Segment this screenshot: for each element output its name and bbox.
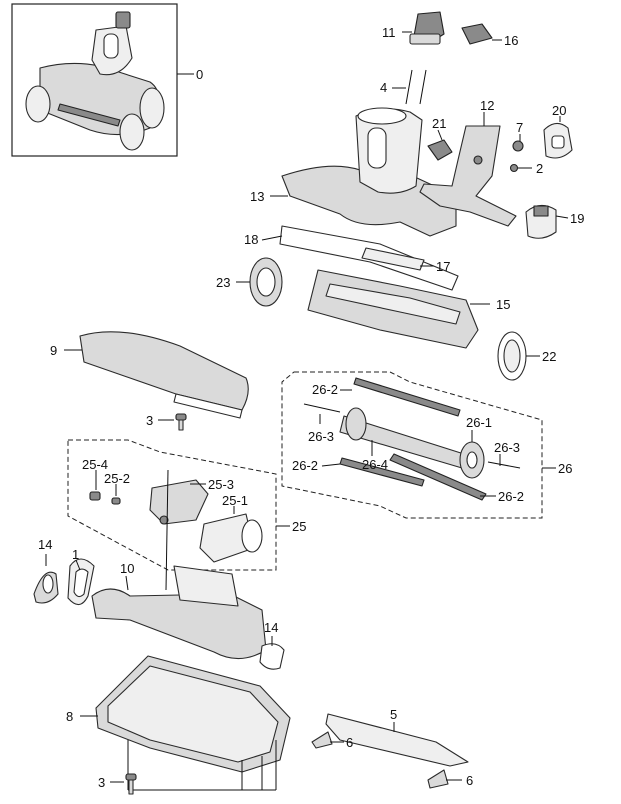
base-part-8 — [80, 655, 291, 791]
callout-25: 25 — [292, 519, 306, 534]
callout-23: 23 — [216, 275, 230, 290]
callout-26: 26 — [558, 461, 572, 476]
callout-21: 21 — [432, 116, 446, 131]
callout-26-2-bottom: 26-2 — [498, 489, 524, 504]
callout-26-2-left: 26-2 — [292, 458, 318, 473]
callout-1: 1 — [72, 547, 79, 562]
latch-part-20 — [543, 116, 573, 159]
brush-roll-group-26 — [281, 371, 556, 519]
connector-part-11 — [402, 11, 445, 45]
callout-13: 13 — [250, 189, 264, 204]
callout-0: 0 — [196, 67, 203, 82]
callout-3-upper: 3 — [146, 413, 153, 428]
small-parts-7-2 — [509, 134, 532, 173]
callout-7: 7 — [516, 120, 523, 135]
callout-25-1: 25-1 — [222, 493, 248, 508]
assembled-brush-inset — [11, 3, 194, 157]
strip-part-5 — [325, 713, 469, 767]
callout-25-3: 25-3 — [208, 477, 234, 492]
callout-labels: 0 11 16 4 12 20 21 7 2 13 19 18 17 23 15… — [38, 25, 584, 790]
strip-part-17 — [361, 247, 434, 271]
end-cap-part-23 — [236, 257, 283, 307]
pad-part-6-lower — [427, 769, 462, 789]
bumper-part-9 — [64, 331, 249, 419]
callout-9: 9 — [50, 343, 57, 358]
callout-5: 5 — [390, 707, 397, 722]
callout-6-lower: 6 — [466, 773, 473, 788]
callout-14-right: 14 — [264, 620, 278, 635]
callout-26-4: 26-4 — [362, 457, 388, 472]
callout-26-3-right: 26-3 — [494, 440, 520, 455]
end-cap-part-22 — [497, 331, 540, 381]
motor-group-25 — [67, 439, 290, 591]
belt-part-1 — [67, 558, 95, 606]
callout-14-left: 14 — [38, 537, 52, 552]
callout-22: 22 — [542, 349, 556, 364]
callout-10: 10 — [120, 561, 134, 576]
callout-26-1: 26-1 — [466, 415, 492, 430]
callout-26-3-left: 26-3 — [308, 429, 334, 444]
chassis-part-10 — [91, 565, 267, 660]
clip-part-21 — [427, 129, 453, 161]
pins-part-4 — [392, 69, 427, 105]
callout-16: 16 — [504, 33, 518, 48]
back-cover-part-12 — [419, 112, 517, 227]
callout-6-upper: 6 — [346, 735, 353, 750]
callout-2: 2 — [536, 161, 543, 176]
connector-part-16 — [461, 23, 502, 45]
upper-housing-part-13 — [270, 107, 457, 237]
callout-25-4: 25-4 — [82, 457, 108, 472]
callout-26-2-top: 26-2 — [312, 382, 338, 397]
callout-15: 15 — [496, 297, 510, 312]
callout-4: 4 — [380, 80, 387, 95]
end-cap-part-14-left — [33, 554, 59, 604]
callout-18: 18 — [244, 232, 258, 247]
screw-part-3-upper — [158, 413, 187, 431]
callout-8: 8 — [66, 709, 73, 724]
end-cap-part-14-right — [259, 636, 285, 670]
callout-25-2: 25-2 — [104, 471, 130, 486]
callout-3-lower: 3 — [98, 775, 105, 790]
lower-housing-part-15 — [307, 269, 490, 349]
latch-part-19 — [525, 204, 569, 239]
screw-part-3-lower — [110, 773, 137, 795]
callout-19: 19 — [570, 211, 584, 226]
callout-11: 11 — [382, 25, 396, 40]
pad-part-6-upper — [311, 731, 344, 749]
callout-20: 20 — [552, 103, 566, 118]
callout-17: 17 — [436, 259, 450, 274]
callout-12: 12 — [480, 98, 494, 113]
